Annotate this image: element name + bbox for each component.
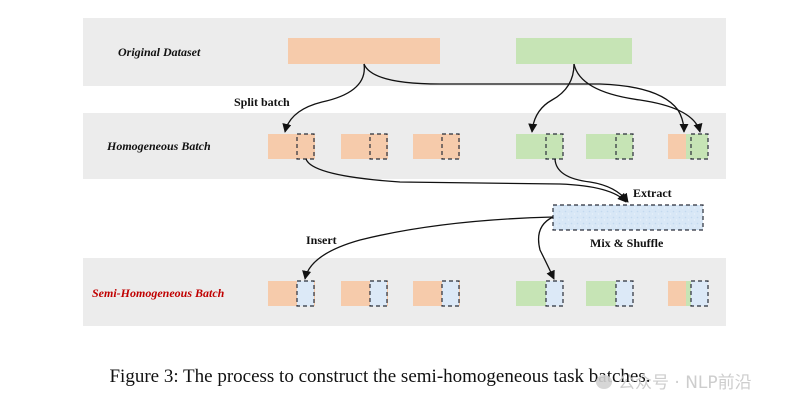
homog-mixed-batch-sample [690, 133, 709, 160]
homog-green-batch-1-sample [545, 133, 564, 160]
semi-mixed-batch-inserted [690, 280, 709, 307]
mix-shuffle-label: Mix & Shuffle [590, 236, 664, 250]
semi-orange-batch-3-inserted [441, 280, 460, 307]
homog-orange-batch-1-sample [296, 133, 315, 160]
homogeneous-batch-blocks [268, 133, 709, 160]
insert-arrows [302, 216, 555, 280]
split-arrow-green-to-homog [528, 63, 575, 133]
semi-orange-batch-2-inserted [369, 280, 388, 307]
figure-caption: Figure 3: The process to construct the s… [109, 366, 651, 387]
watermark: 公众号 · NLP前沿 [596, 368, 752, 393]
mix-shuffle-pool [552, 204, 704, 231]
insert-arrow-to-orange [302, 216, 554, 280]
extract-label: Extract [633, 186, 672, 200]
homog-orange-batch-2-sample [369, 133, 388, 160]
split-arrows [282, 63, 703, 133]
split-arrow-orange-to-homog [282, 63, 365, 133]
homog-green-batch-2-sample [615, 133, 634, 160]
semi-homogeneous-batch-blocks [268, 280, 709, 307]
semi-homogeneous-batch-label: Semi-Homogeneous Batch [92, 286, 225, 300]
semi-green-batch-2-inserted [615, 280, 634, 307]
extract-arrow-from-orange [305, 158, 627, 203]
split-arrow-green-to-mixed [573, 63, 703, 133]
semi-orange-batch-1-inserted [296, 280, 315, 307]
original-orange-block [288, 38, 440, 64]
insert-label: Insert [306, 233, 337, 247]
extract-arrow-from-green [554, 158, 629, 203]
watermark-text: 公众号 · NLP前沿 [618, 373, 752, 393]
insert-arrow-to-green [537, 216, 555, 280]
extract-arrows [305, 158, 629, 203]
original-dataset-label: Original Dataset [118, 45, 201, 59]
split-batch-label: Split batch [234, 95, 290, 109]
original-green-block [516, 38, 632, 64]
wechat-logo-icon [596, 375, 612, 389]
split-arrow-orange-to-mixed [363, 63, 689, 133]
semi-mixed-batch-orange-part [668, 281, 686, 306]
semi-green-batch-1-inserted [545, 280, 564, 307]
homog-orange-batch-3-sample [441, 133, 460, 160]
homogeneous-batch-label: Homogeneous Batch [106, 139, 211, 153]
homog-mixed-batch-orange-part [668, 134, 686, 159]
